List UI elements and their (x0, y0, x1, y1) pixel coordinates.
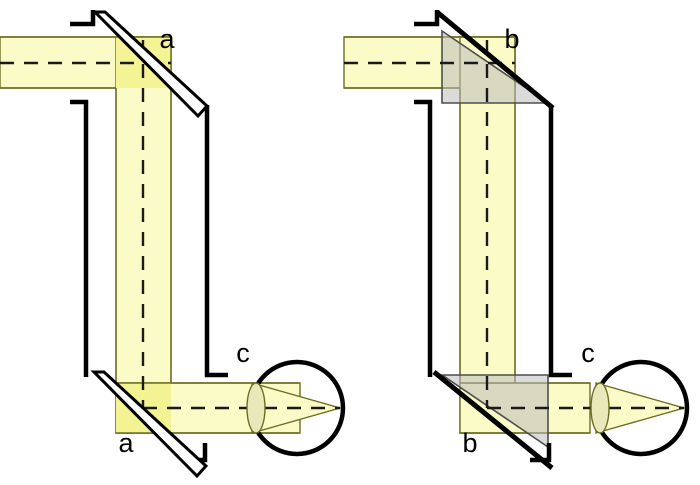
right-optic-axis-group (344, 40, 684, 410)
left-panel-mirror-periscope: a a c (0, 10, 346, 479)
right-prism-bottom-reflecting-face (432, 370, 554, 470)
left-label-a-top: a (159, 24, 175, 54)
left-eye-lens (246, 382, 266, 434)
left-label-c-eye: c (236, 338, 250, 368)
right-label-b-top: b (504, 24, 519, 54)
right-housing-right-wall (548, 105, 572, 378)
right-label-c-eye: c (581, 338, 595, 368)
right-panel-prism-periscope: b b c (343, 10, 690, 470)
left-housing-top-lip (70, 10, 96, 27)
left-mirror-group (90, 10, 210, 479)
right-housing-bottom-lip (530, 443, 552, 463)
left-housing-right-wall (204, 105, 228, 378)
right-eye-lens (590, 382, 610, 434)
right-prism-bottom (439, 374, 549, 449)
left-label-a-bottom: a (118, 428, 134, 458)
right-prism-reflecting-faces (432, 10, 555, 470)
right-housing-group (414, 10, 572, 463)
right-label-b-bottom: b (462, 428, 477, 458)
left-light-beam-group (0, 36, 343, 434)
left-optic-axis-group (0, 40, 340, 410)
left-eye-group (246, 359, 346, 457)
right-eye-group (590, 359, 690, 457)
right-housing-top-lip (414, 10, 440, 27)
right-prism-top-reflecting-face (435, 10, 555, 110)
right-housing-left-wall (414, 99, 433, 377)
left-housing-left-wall (70, 99, 89, 377)
left-mirror-top (91, 10, 210, 119)
left-mirror-bottom (90, 370, 209, 479)
